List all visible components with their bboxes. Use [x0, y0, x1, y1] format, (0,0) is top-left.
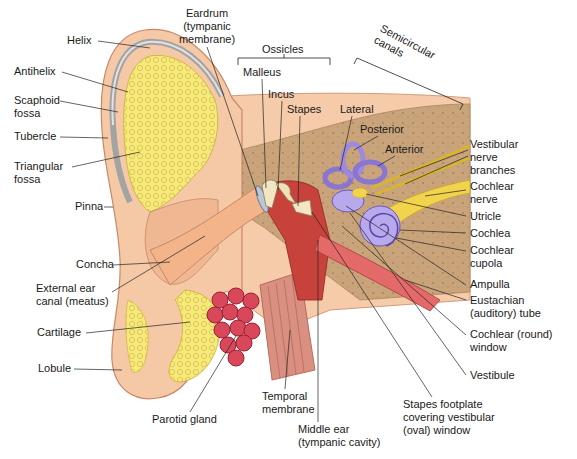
anterior-canal — [355, 162, 385, 182]
gland-lobe — [207, 307, 223, 323]
leader-line — [400, 230, 466, 233]
leader-line — [262, 79, 266, 188]
part-label: Tubercle — [14, 130, 56, 143]
gland-lobe — [230, 320, 246, 336]
part-label: Cochlear (round) window — [470, 328, 562, 354]
part-label: Concha — [76, 258, 114, 271]
gland-lobe — [228, 288, 244, 304]
leader-line — [86, 322, 190, 333]
part-label: External ear canal (meatus) — [36, 282, 116, 308]
cochlea — [360, 206, 400, 246]
gland-lobe — [222, 304, 238, 320]
part-label: Scaphoid fossa — [14, 94, 69, 120]
leader-line — [190, 336, 236, 412]
leader-line — [350, 213, 466, 375]
leader-line — [112, 236, 205, 292]
group-label: Ossicles — [262, 43, 304, 56]
part-label: Middle ear (tympanic cavity) — [298, 423, 394, 449]
leader-line — [98, 41, 150, 48]
leader-line — [60, 137, 108, 138]
part-label: Cochlea — [470, 227, 510, 240]
part-label: Cochlear nerve — [470, 180, 525, 206]
part-label: Malleus — [243, 66, 281, 79]
part-label: Lateral — [340, 103, 374, 116]
leader-line — [366, 194, 466, 216]
upper-cartilage — [124, 55, 218, 212]
external-canal — [150, 186, 264, 285]
part-label: Helix — [67, 34, 91, 47]
ear-canal — [150, 186, 264, 285]
leader-line — [62, 72, 128, 92]
canals-bracket — [354, 58, 463, 110]
ossicles-bracket — [238, 54, 330, 65]
part-label: Anterior — [385, 143, 424, 156]
part-label: Ampulla — [470, 278, 510, 291]
leader-line — [60, 101, 118, 112]
parotid-gland — [207, 288, 260, 366]
part-label: Parotid gland — [152, 413, 242, 426]
leader-line — [74, 369, 122, 370]
stapes — [292, 200, 312, 216]
part-label: Cochlear cupola — [470, 244, 525, 270]
part-label: Stapes — [287, 103, 321, 116]
utricle — [352, 188, 368, 198]
gland-lobe — [228, 350, 244, 366]
gland-lobe — [214, 322, 230, 338]
leader-line — [405, 280, 466, 300]
leader-line — [104, 207, 113, 208]
leader-line — [405, 156, 468, 184]
part-label: Antihelix — [14, 65, 56, 78]
inner-ear — [325, 144, 470, 246]
leader-line — [72, 152, 140, 167]
leader-line — [318, 240, 319, 422]
part-label: Vestibular nerve branches — [470, 138, 530, 177]
leader-line — [298, 116, 300, 206]
leader-line — [396, 238, 466, 251]
leader-line — [285, 330, 290, 389]
gland-lobe — [236, 335, 252, 351]
leader-line — [354, 136, 378, 150]
part-label: Stapes footplate covering vestibular (ov… — [403, 398, 505, 437]
part-label: Eardrum (tympanic membrane) — [176, 7, 238, 46]
eustachian-tube — [315, 235, 440, 311]
leader-line — [378, 156, 395, 166]
leader-line — [340, 116, 352, 170]
leader-line — [278, 101, 282, 190]
brackets — [238, 54, 463, 110]
part-label: Utricle — [470, 210, 501, 223]
incus — [276, 183, 296, 204]
cochlea-spiral — [370, 214, 398, 246]
part-label: Lobule — [38, 362, 71, 375]
leader-lines — [60, 41, 468, 422]
part-label: Posterior — [360, 123, 404, 136]
part-label: Triangular fossa — [14, 160, 76, 186]
leader-line — [342, 226, 466, 335]
part-label: Incus — [268, 88, 294, 101]
leader-line — [425, 190, 466, 196]
part-label: Pinna — [75, 200, 103, 213]
malleus — [262, 180, 278, 208]
part-label: Cartilage — [37, 326, 81, 339]
group-label: Semicircular canals — [372, 22, 448, 79]
lobule-cartilage — [126, 300, 148, 373]
part-label: Eustachian (auditory) tube — [470, 294, 550, 320]
part-label: Temporal membrane — [262, 390, 320, 416]
leader-line — [312, 212, 432, 397]
part-label: Vestibule — [470, 369, 515, 382]
